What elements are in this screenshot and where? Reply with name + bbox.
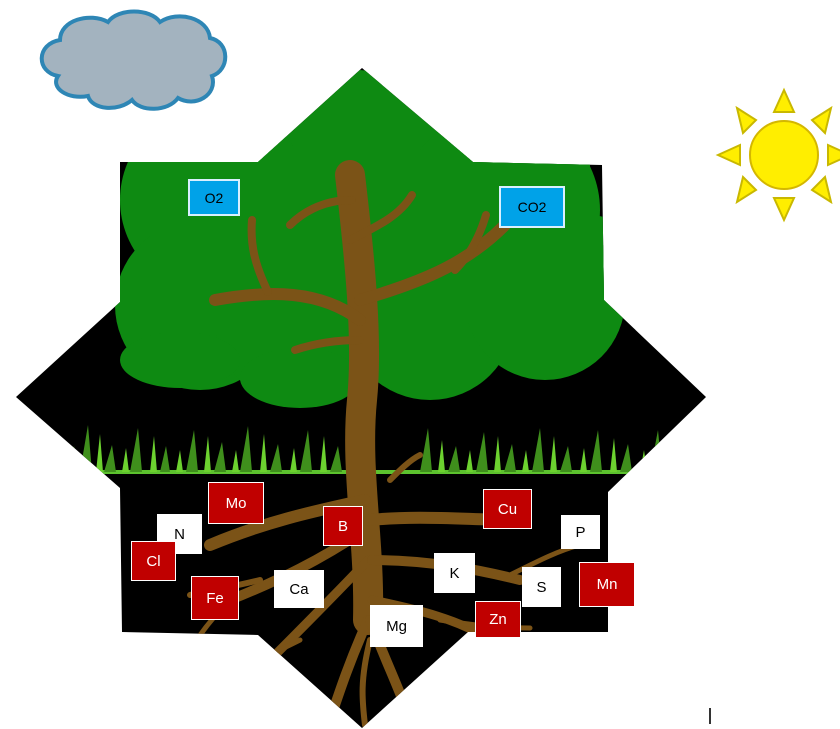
nutrient-k: K [434, 553, 475, 593]
cloud-icon [39, 9, 228, 111]
nutrient-zn: Zn [475, 601, 521, 638]
nutrient-mn: Mn [579, 562, 635, 607]
nutrient-cu: Cu [483, 489, 532, 529]
o2-label: O2 [188, 179, 240, 216]
text-cursor [709, 708, 711, 724]
nutrient-mo: Mo [208, 482, 264, 524]
nutrient-cl: Cl [131, 541, 176, 581]
nutrient-fe: Fe [191, 576, 239, 620]
sun-icon [715, 87, 840, 223]
nutrient-b: B [323, 506, 363, 546]
tree-trunk-and-roots [182, 160, 583, 728]
nutrient-mg: Mg [370, 605, 423, 647]
nutrient-s: S [522, 567, 561, 607]
nutrient-ca: Ca [274, 570, 324, 608]
nutrient-p: P [561, 515, 600, 549]
co2-label: CO2 [499, 186, 565, 228]
